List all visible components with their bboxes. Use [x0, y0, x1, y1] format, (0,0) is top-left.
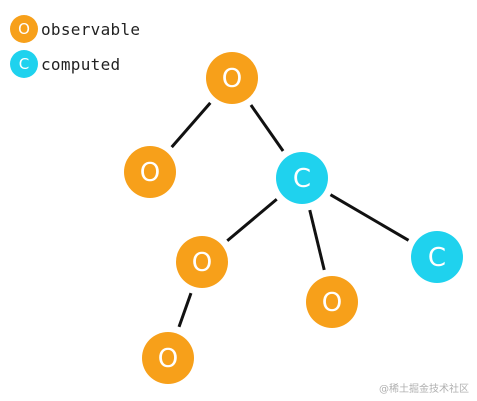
node-label: O [158, 344, 178, 374]
computed-node: C [276, 152, 328, 204]
node-label: O [192, 248, 212, 278]
observable-node: O [176, 236, 228, 288]
node-label: O [222, 64, 242, 94]
legend-item-observable: O observable [10, 14, 140, 44]
edge-n1-n2 [170, 101, 212, 149]
edge-n3-n6 [329, 193, 410, 242]
nodes: O O C O O C O [124, 52, 463, 384]
legend-symbol: C [18, 54, 30, 73]
observable-node: O [206, 52, 258, 104]
edge-n1-n3 [249, 104, 285, 152]
node-label: C [293, 164, 311, 194]
node-label: C [428, 243, 446, 273]
observable-node: O [124, 146, 176, 198]
observable-node-circle [124, 146, 176, 198]
observable-node-circle [306, 276, 358, 328]
legend: O observable C computed [10, 14, 140, 84]
legend-item-computed: C computed [10, 49, 140, 79]
observable-node-circle [142, 332, 194, 384]
watermark: @稀土掘金技术社区 [379, 384, 469, 395]
computed-node-circle [276, 152, 328, 204]
edge-n4-n7 [177, 292, 193, 328]
legend-symbol: O [18, 19, 30, 38]
node-label: O [140, 158, 160, 188]
observable-node-circle [176, 236, 228, 288]
observable-node: O [142, 332, 194, 384]
edge-n3-n4 [226, 198, 278, 242]
computed-swatch-icon: C [10, 50, 38, 78]
observable-swatch-icon: O [10, 15, 38, 43]
computed-node: C [411, 231, 463, 283]
edge-n3-n5 [308, 209, 326, 271]
node-label: O [322, 288, 342, 318]
legend-label: observable [41, 19, 141, 39]
edges [170, 101, 410, 328]
computed-node-circle [411, 231, 463, 283]
observable-node: O [306, 276, 358, 328]
observable-node-circle [206, 52, 258, 104]
legend-label: computed [41, 54, 121, 74]
